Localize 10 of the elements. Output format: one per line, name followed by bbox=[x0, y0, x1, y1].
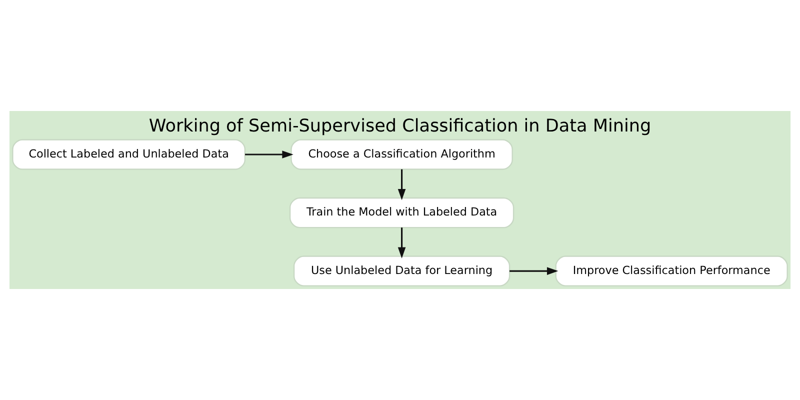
arrow bbox=[510, 267, 558, 275]
node-box: Improve Classification Performance bbox=[555, 256, 788, 286]
node-box: Choose a Classification Algorithm bbox=[290, 139, 513, 170]
diagram-title: Working of Semi-Supervised Classification in Data Mining bbox=[148, 116, 652, 136]
arrow bbox=[398, 228, 406, 258]
node-box: Collect Labeled and Unlabeled Data bbox=[12, 139, 246, 170]
arrow bbox=[245, 150, 294, 158]
node-box: Use Unlabeled Data for Learning bbox=[293, 256, 510, 286]
node-box: Train the Model with Labeled Data bbox=[289, 197, 514, 228]
arrow bbox=[398, 169, 406, 200]
